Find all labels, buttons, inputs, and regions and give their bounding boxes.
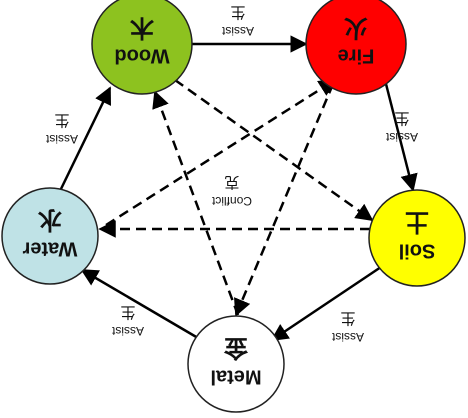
arrow-water-to-fire bbox=[105, 78, 337, 227]
node-wood: Wood 木 bbox=[91, 0, 193, 95]
assist-chinese: 生 bbox=[340, 310, 355, 328]
conflict-chinese: 克 bbox=[224, 174, 239, 192]
arrow-fire-to-soil bbox=[383, 79, 418, 192]
assist-chinese: 生 bbox=[120, 304, 135, 322]
soil-chinese: 土 bbox=[405, 208, 429, 236]
node-water: Water 水 bbox=[1, 187, 99, 285]
label-water-wood: Assist 生 bbox=[45, 112, 78, 146]
metal-chinese: 金 bbox=[223, 334, 249, 362]
wood-chinese: 木 bbox=[129, 14, 155, 42]
node-metal: Metal 金 bbox=[187, 315, 285, 413]
metal-label: Metal bbox=[210, 366, 261, 388]
label-soil-metal: Assist 生 bbox=[331, 310, 364, 344]
arrow-fire-to-metal bbox=[234, 83, 335, 317]
node-fire: Fire 火 bbox=[305, 0, 407, 95]
assist-label: Assist bbox=[221, 24, 254, 38]
fire-chinese: 火 bbox=[344, 14, 368, 42]
soil-circle bbox=[368, 189, 466, 287]
assist-arrows bbox=[58, 35, 418, 342]
water-label: Water bbox=[22, 238, 77, 260]
metal-circle bbox=[187, 315, 285, 413]
arrow-metal-to-wood bbox=[152, 90, 240, 316]
assist-label: Assist bbox=[331, 330, 364, 344]
arrow-wood-to-soil bbox=[174, 78, 374, 222]
label-fire-soil: Assist 生 bbox=[385, 110, 418, 144]
conflict-label: Conflict bbox=[211, 194, 252, 208]
conflict-arrows bbox=[98, 78, 374, 317]
water-circle bbox=[1, 187, 99, 285]
assist-chinese: 生 bbox=[230, 4, 245, 22]
wood-label: Wood bbox=[114, 45, 169, 67]
node-soil: Soil 土 bbox=[368, 189, 466, 287]
assist-label: Assist bbox=[45, 132, 78, 146]
wood-circle bbox=[91, 0, 193, 95]
water-chinese: 水 bbox=[37, 206, 62, 234]
fire-circle bbox=[305, 0, 407, 95]
assist-label: Assist bbox=[385, 130, 418, 144]
assist-chinese: 生 bbox=[54, 112, 69, 130]
label-conflict: Conflict 克 bbox=[211, 174, 252, 208]
fire-label: Fire bbox=[338, 45, 375, 67]
arrow-water-to-wood bbox=[58, 86, 112, 192]
assist-label: Assist bbox=[111, 324, 144, 338]
soil-label: Soil bbox=[399, 240, 436, 262]
arrow-soil-to-metal bbox=[270, 265, 382, 342]
label-metal-water: Assist 生 bbox=[111, 304, 144, 338]
label-wood-fire: Assist 生 bbox=[221, 4, 254, 38]
arrow-metal-to-water bbox=[80, 268, 199, 340]
assist-chinese: 生 bbox=[394, 110, 409, 128]
